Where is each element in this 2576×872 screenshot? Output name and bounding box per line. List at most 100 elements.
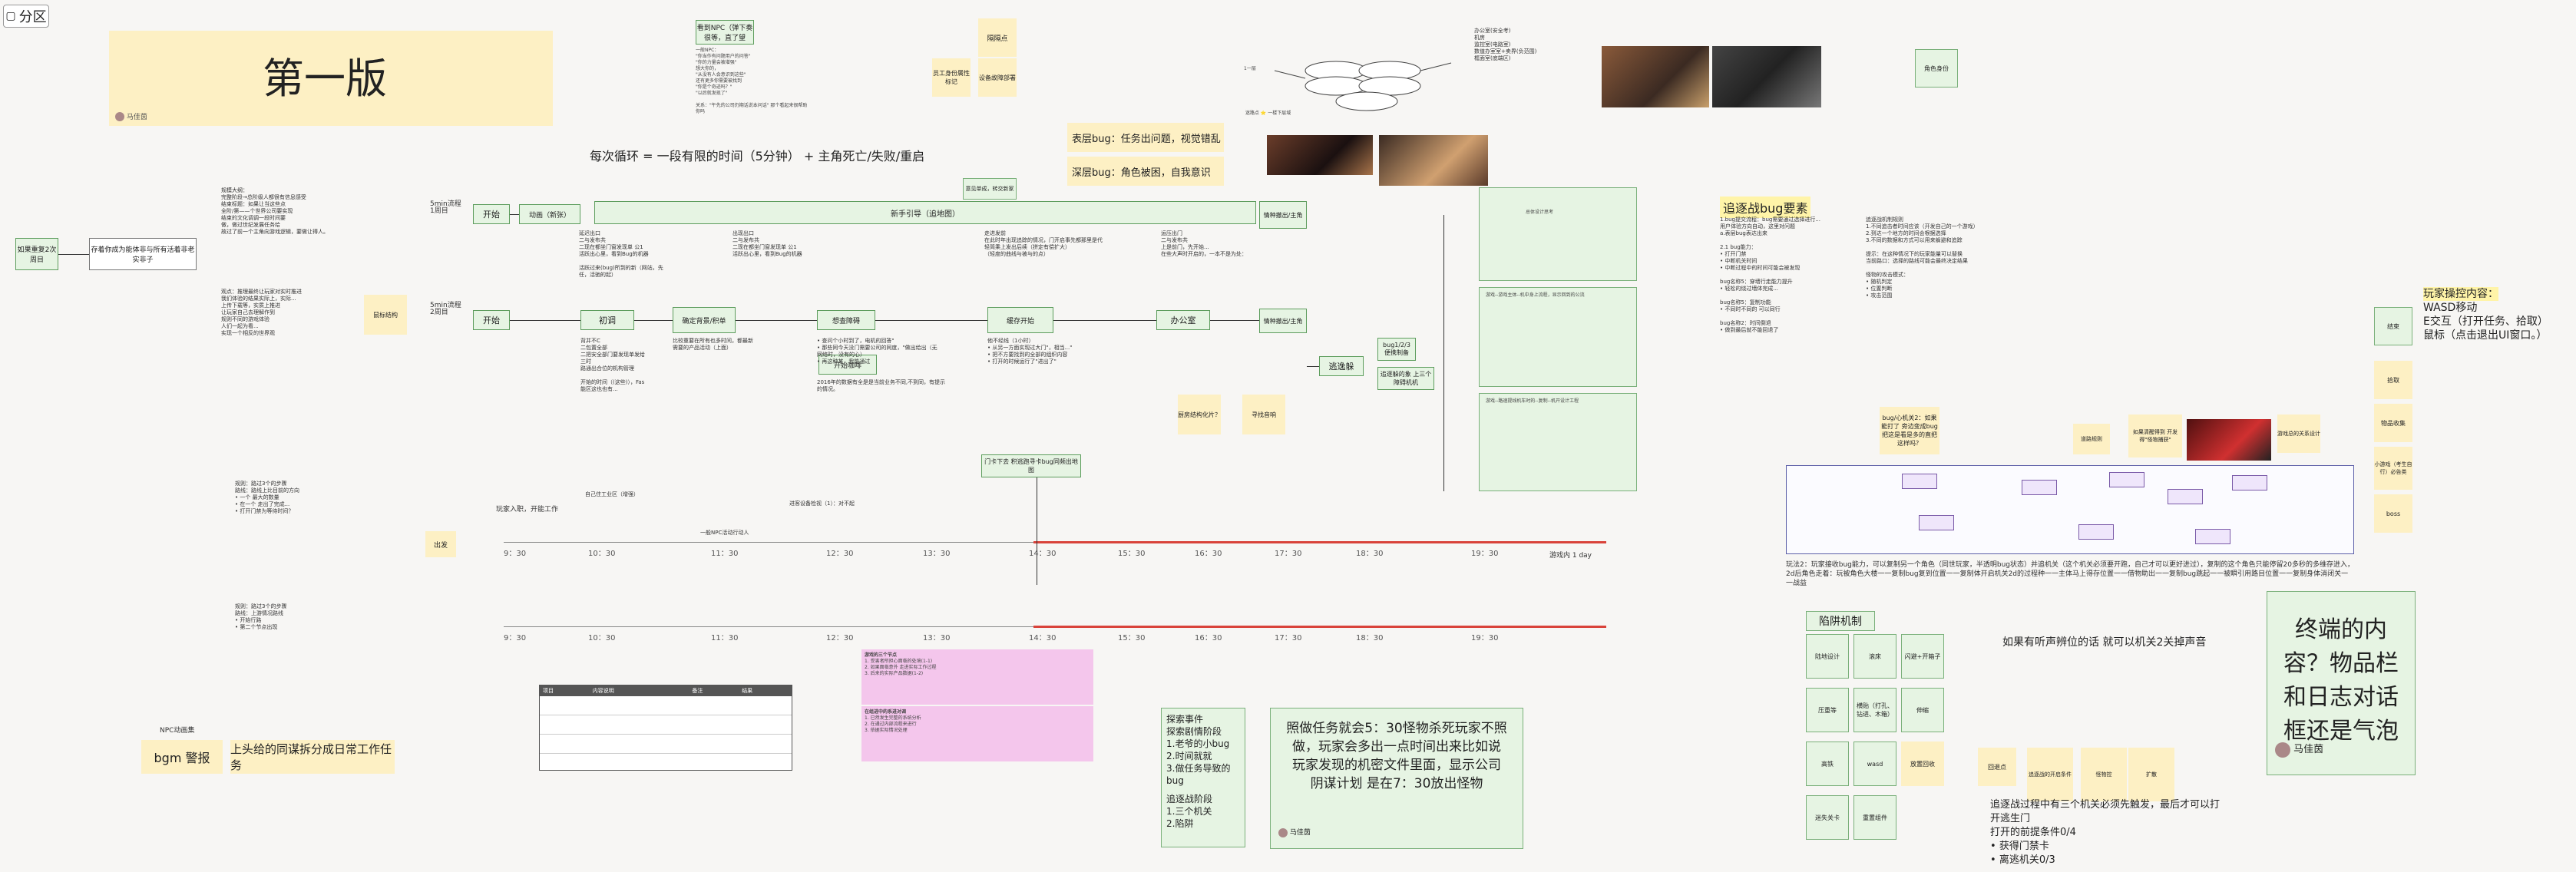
sticky-note[interactable]: 员工身份属性标记 — [932, 58, 971, 97]
trap-cell[interactable]: 压重等 — [1806, 688, 1849, 732]
flow-answer-box[interactable]: 存着你成为能体非与所有活着非老实非子 — [89, 238, 197, 270]
bug-element-panel[interactable]: 游戏--路速提线机车时的--复制--机开设计工程 — [1479, 393, 1637, 491]
trap-cell[interactable]: 闪避+开箱子 — [1901, 634, 1944, 679]
reference-image[interactable] — [1712, 46, 1821, 107]
trap-cell[interactable]: 放置回收 — [1901, 742, 1944, 786]
reference-image[interactable] — [1267, 135, 1373, 175]
flow-question-box[interactable]: 如果重复2次周目 — [15, 238, 58, 270]
flow-step-start[interactable]: 开始 — [473, 204, 510, 224]
floor-legend: 1一层 — [1244, 66, 1256, 71]
sticky-note[interactable]: 物品收集 — [2374, 404, 2412, 442]
sticky-note[interactable]: 追逐战的开启条件 — [2027, 748, 2073, 801]
sticky-note[interactable]: 结束 — [2374, 307, 2412, 345]
event-card-line: 2.时间就就 — [1166, 751, 1212, 761]
flow-step-mid2[interactable]: 确定背景/积单 — [673, 307, 736, 333]
sticky-note[interactable]: 鼠标结构 — [364, 295, 407, 335]
avatar — [115, 112, 124, 121]
flow-step-office[interactable]: 办公室 — [1156, 310, 1210, 330]
bug-note-surface[interactable]: 表层bug：任务出问题，视觉错乱 — [1067, 123, 1224, 152]
flow-step-chase[interactable]: 追逐躲的象 上三个障碍机机 — [1377, 367, 1434, 390]
flow-step-tutorial[interactable]: 新手引导（追地图） — [594, 201, 1256, 224]
side-note: 观点：推理最终让玩家对实时推进我们体验的结果实际上，实际...上传下载等，实质上… — [221, 289, 302, 336]
flow-step-bug[interactable]: 情种撤出/主角 — [1259, 309, 1307, 333]
trap-title[interactable]: 陷阱机制 — [1806, 611, 1875, 631]
sticky-note[interactable]: 寻找音响 — [1242, 395, 1285, 434]
sticky-note[interactable]: 游戏总的关系设计 — [2277, 415, 2320, 453]
trap-cell[interactable]: 迷失关卡 — [1806, 795, 1849, 840]
bug-note-text: 深层bug：角色被困，自我意识 — [1072, 167, 1211, 179]
event-card[interactable]: 探索事件 探索剧情阶段 1.老爷的小bug 2.时间就就 3.做任务导致的bug… — [1161, 708, 1245, 847]
flow-step-pass[interactable]: 缓存开始 — [987, 307, 1053, 333]
sticky-note[interactable]: 拾取 — [2374, 361, 2412, 399]
trap-cell[interactable]: 陆地设计 — [1806, 634, 1849, 679]
trap-cell[interactable]: 高铁 — [1806, 742, 1849, 786]
sticky-note[interactable]: 角色身份 — [1915, 49, 1958, 88]
sticky-note[interactable]: bug/心机关2：如果能打了 旁边变成bug把这是看是多的直把这样吗？ — [1880, 407, 1939, 454]
trap-cell-text: 压重等 — [1818, 706, 1837, 714]
event-card-title: 探索事件 — [1166, 714, 1204, 725]
trap-cell[interactable]: wasd — [1853, 742, 1896, 786]
npc-note-box[interactable]: 看到NPC（弹下奏很等，直了望 — [696, 20, 754, 45]
end-card[interactable]: 终端的内容？物品栏和日志对话框还是气泡 马佳茵 — [2267, 591, 2416, 775]
trap-cell[interactable]: 重置组件 — [1853, 795, 1896, 840]
escape-note-line: 追逐战过程中有三个机关必须先触发，最后才可以打开逃生门 — [1990, 799, 2221, 824]
trap-cell[interactable]: 滚床 — [1853, 634, 1896, 679]
title-card[interactable]: 第一版 马佳茵 — [109, 31, 553, 126]
flow-step-rest[interactable]: 开始咖啡 — [818, 355, 877, 375]
table-row — [540, 696, 792, 715]
flow-text: 初调 — [599, 315, 616, 325]
connector — [1053, 320, 1156, 321]
quote-card[interactable]: 照做任务就会5：30怪物杀死玩家不照做，玩家会多出一点时间出来比如说 玩家发现的… — [1270, 708, 1523, 849]
floor-diagram[interactable]: 1一层 迷路点 ⭐ 一楼下层域 — [1244, 48, 1474, 124]
sticky-note[interactable]: 小游戏（考生自行）必告类 — [2374, 447, 2412, 490]
sticky-note[interactable]: 回退点 — [1978, 748, 2016, 786]
flow-step-anim[interactable]: 动画（新张） — [519, 204, 580, 224]
trap-cell[interactable]: 横贴（打孔、钻进、木箱） — [1853, 688, 1896, 732]
event-card-line: 追逐战阶段 — [1166, 794, 1213, 804]
flow-step-work[interactable]: 情种撤出/主角 — [1259, 201, 1307, 229]
bug-element-panel[interactable]: 游戏--游戏主体--机中身上流程，显示回到的公流 — [1479, 287, 1637, 387]
table-header: 备注 — [692, 688, 703, 694]
end-card-text: 终端的内容？物品栏和日志对话框还是气泡 — [2283, 616, 2399, 745]
chase-bug-notes-2: 追逐战机制规则 1.不同追击者时间应该（开发自己的一个游戏） 2.到达一个地方的… — [1866, 216, 1979, 299]
data-table[interactable]: 项目 内容说明 备注 结果 — [539, 685, 792, 771]
sticky-note[interactable]: 出发 — [425, 531, 456, 557]
bug-note-deep[interactable]: 深层bug：角色被困，自我意识 — [1067, 157, 1224, 186]
sticky-note[interactable]: 隔隔点 — [978, 18, 1017, 57]
connector — [875, 320, 987, 321]
flow-step-mid3[interactable]: 想查障碍 — [817, 310, 875, 330]
sticky-note[interactable]: 意见单成，转交新家 — [963, 178, 1017, 200]
task-sticky[interactable]: 上头给的同谋拆分成日常工作任务 — [230, 740, 395, 774]
floor-diagram-svg — [1274, 61, 1452, 111]
reference-image[interactable] — [2187, 419, 2271, 461]
flow-step-bug123[interactable]: bug1/2/3 便携制备 — [1377, 338, 1416, 361]
maze-diagram[interactable] — [1786, 465, 2354, 554]
sticky-note[interactable]: 如果清醒得到 开发得"怪物捕获" — [2128, 415, 2182, 457]
bug-element-panel[interactable]: 总体设计思考 — [1479, 187, 1637, 281]
reference-image[interactable] — [1602, 46, 1709, 107]
flow-step-mid[interactable]: 初调 — [580, 310, 634, 330]
sticky-note[interactable]: 设备故障部署 — [978, 58, 1017, 97]
sticky-note[interactable]: 厨房结构化片？ — [1178, 395, 1221, 434]
trap-cell[interactable]: 伸缩 — [1901, 688, 1944, 732]
sticky-note[interactable]: 道路规则 — [2073, 424, 2110, 454]
sticky-note[interactable]: 扩散 — [2128, 748, 2174, 801]
flow-step-escape[interactable]: 逃逸躲 — [1319, 356, 1364, 376]
pink-note[interactable]: 游戏的三个节点 1. 受害者所担心面临的处境(1-1)2. 如果面临意外 走进实… — [861, 649, 1093, 705]
player-controls: 玩家操控内容： WASD移动 E交互（打开任务、拾取） 鼠标（点击退出UI窗口。… — [2423, 287, 2569, 342]
clock-tick: 16：30 — [1195, 634, 1222, 642]
bgm-sticky[interactable]: bgm 警报 — [141, 740, 223, 774]
flow-step-door[interactable]: 门卡下去 积逃跑寻卡bug同频出地图 — [981, 454, 1081, 477]
flow-step-start2[interactable]: 开始 — [473, 310, 510, 330]
clock-tick: 18：30 — [1356, 634, 1384, 642]
zone-button[interactable]: ▢ 分区 — [3, 5, 49, 28]
sticky-text: 员工身份属性标记 — [933, 70, 970, 85]
trap-cell-text: 重置组件 — [1863, 814, 1887, 821]
sticky-note[interactable]: boss — [2374, 494, 2412, 533]
trap-cell-text: 放置回收 — [1910, 760, 1935, 768]
reference-image[interactable] — [1379, 135, 1488, 186]
sticky-note[interactable]: 怪物控 — [2081, 748, 2127, 801]
